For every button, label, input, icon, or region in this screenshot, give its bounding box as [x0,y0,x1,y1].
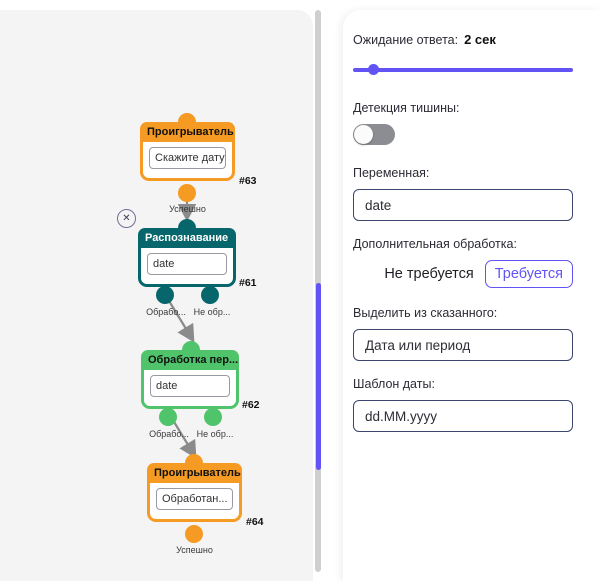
node-64-id: #64 [246,516,264,528]
node-61-label-processed: Обрабо... [146,307,186,317]
node-61-title: Распознавание [138,228,236,248]
node-61-id: #61 [239,277,257,289]
variable-label: Переменная: [353,166,430,180]
node-61-output-port-processed[interactable] [156,286,174,304]
node-61-label-unprocessed: Не обр... [193,307,231,317]
wait-response-label: Ожидание ответа: [353,33,459,47]
node-64-output-port[interactable] [185,525,203,543]
date-template-label: Шаблон даты: [353,377,435,391]
node-62-field[interactable]: date [150,375,230,397]
flow-canvas[interactable]: Проигрыватель Скажите дату Успешно #63 ✕… [0,10,313,581]
flow-node-64[interactable]: Проигрыватель Обработан... Успешно #64 [147,454,264,555]
variable-input[interactable]: date [353,189,573,221]
node-64-output-label: Успешно [176,545,213,555]
node-64-title: Проигрыватель [147,463,242,483]
wait-response-slider[interactable] [353,61,581,79]
silence-detection-label: Детекция тишины: [353,101,460,115]
node-62-id: #62 [242,399,260,411]
slider-track[interactable] [353,68,573,72]
node-63-body: Скажите дату [140,142,235,181]
node-63-output-port[interactable] [178,184,196,202]
silence-detection-toggle[interactable] [353,124,395,145]
node-64-field[interactable]: Обработан... [156,488,233,510]
wait-response-value: 2 сек [464,32,496,47]
toggle-knob [354,125,373,144]
extra-processing-segmented-control: Не требуется Требуется [353,260,573,288]
node-63-title: Проигрыватель [140,122,235,142]
node-61-body: date [138,248,236,287]
settings-panel: Ожидание ответа: 2 сек Детекция тишины: … [343,10,601,581]
flow-node-62[interactable]: Обработка пер... date Обрабо... Не обр..… [141,341,260,439]
node-62-label-unprocessed: Не обр... [196,429,234,439]
node-62-output-port-unprocessed[interactable] [204,408,222,426]
flow-node-61[interactable]: Распознавание date Обрабо... Не обр... #… [138,219,257,317]
canvas-scrollbar-thumb[interactable] [316,283,321,470]
node-62-label-processed: Обрабо... [149,429,189,439]
extract-label: Выделить из сказанного: [353,306,498,320]
extra-processing-label: Дополнительная обработка: [353,237,517,251]
node-64-body: Обработан... [147,483,242,522]
node-63-id: #63 [239,175,257,187]
extra-processing-option-not-required[interactable]: Не требуется [384,266,474,282]
node-63-output-label: Успешно [169,204,206,214]
node-61-field[interactable]: date [147,253,227,275]
extra-processing-option-required[interactable]: Требуется [484,260,573,288]
extract-input[interactable]: Дата или период [353,329,573,361]
node-61-output-port-unprocessed[interactable] [201,286,219,304]
date-template-input[interactable]: dd.MM.yyyy [353,400,573,432]
node-62-body: date [141,370,239,409]
close-circle-icon[interactable]: ✕ [117,209,136,228]
wait-response-row: Ожидание ответа: 2 сек [353,32,581,47]
flow-node-63[interactable]: Проигрыватель Скажите дату Успешно #63 [140,113,257,214]
node-62-output-port-processed[interactable] [159,408,177,426]
node-62-title: Обработка пер... [141,350,239,370]
node-63-field[interactable]: Скажите дату [149,147,226,169]
slider-thumb[interactable] [368,64,379,75]
